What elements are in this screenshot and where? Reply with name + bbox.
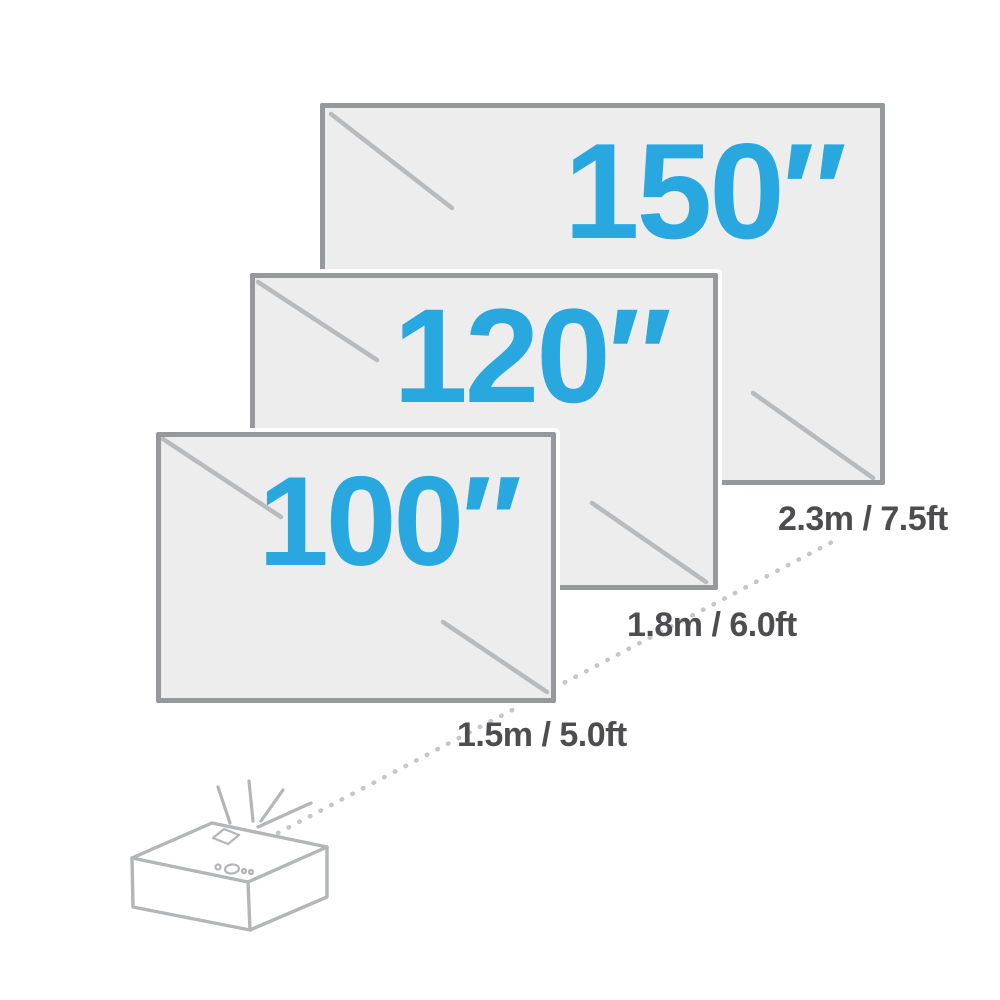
- reflection-line-icon: [440, 619, 550, 695]
- screen-100: 100″: [156, 432, 556, 703]
- screen-100-size-label: 100″: [258, 450, 522, 592]
- distance-label-150: 2.3m / 7.5ft: [778, 500, 948, 538]
- reflection-line-icon: [750, 390, 876, 480]
- reflection-line-icon: [328, 111, 455, 211]
- reflection-line-icon: [589, 500, 709, 585]
- distance-label-120: 1.8m / 6.0ft: [627, 606, 797, 644]
- distance-label-100: 1.5m / 5.0ft: [457, 716, 627, 754]
- projector-front-edge: [246, 880, 252, 932]
- projector-buttons-icon: [214, 863, 255, 876]
- projection-beam-dotted-line: [275, 538, 837, 836]
- reflection-line-icon: [255, 279, 380, 363]
- screen-150-size-label: 150″: [563, 115, 847, 267]
- screen-120-size-label: 120″: [393, 282, 672, 431]
- projector-icon: [130, 779, 329, 932]
- projector-lens-window-icon: [211, 827, 241, 846]
- projector-rays-icon: [216, 779, 313, 829]
